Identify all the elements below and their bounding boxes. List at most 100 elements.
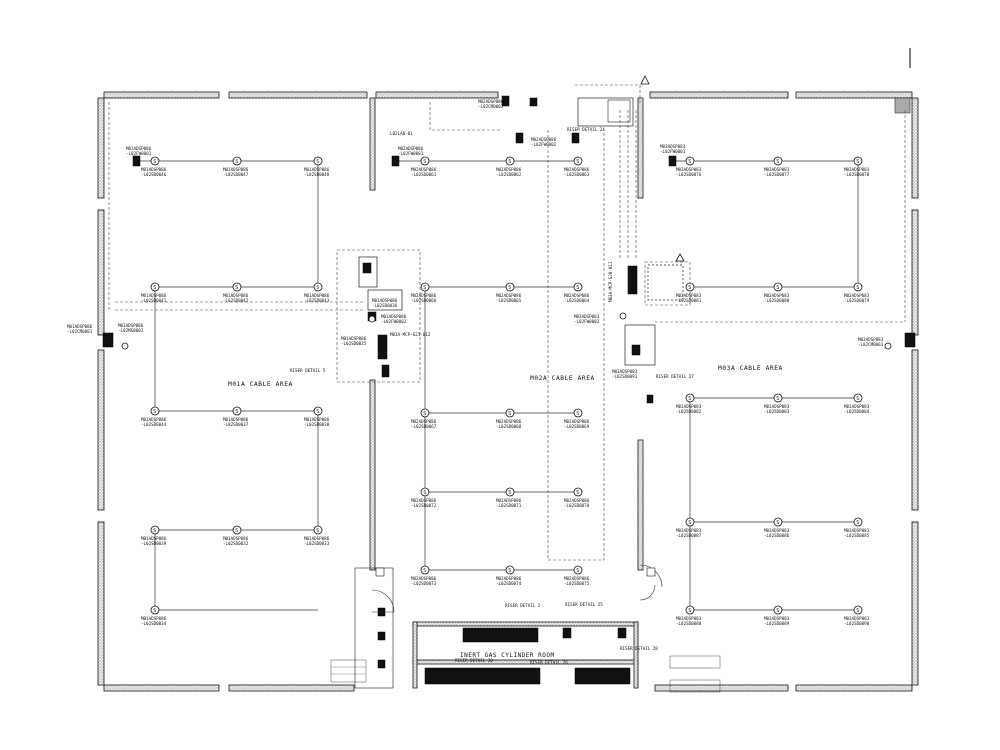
panel-top-right <box>668 155 677 167</box>
smoke-detector-glyph: S <box>688 608 691 614</box>
smoke-detector-icon <box>573 156 583 166</box>
area-label-center: M02A CABLE AREA <box>530 375 595 382</box>
detector-id: -L02SD0086 <box>764 533 790 538</box>
misc-symbols <box>121 75 892 350</box>
smoke-detector-glyph: S <box>235 409 238 415</box>
smoke-detector-glyph: S <box>508 285 511 291</box>
right-area-wiring <box>672 160 859 611</box>
smoke-detector-icon <box>773 393 783 403</box>
panel-top-center <box>391 155 400 167</box>
smoke-detector-glyph: S <box>508 490 511 496</box>
smoke-detector-icon <box>150 406 160 416</box>
device-top-left-a: M01ADSP086 <box>126 146 152 151</box>
smoke-detector-icon <box>313 525 323 535</box>
detector-tag: M01ADSP086 <box>223 167 249 172</box>
detector-tag: M01ADSP086 <box>141 616 167 621</box>
panel-room-7 <box>562 627 572 639</box>
detector-id: -L02SD0046 <box>141 172 167 177</box>
smoke-detector-glyph: S <box>316 528 319 534</box>
detector-id: -L02SD0047 <box>223 172 249 177</box>
detector-tag: M03ADSP083 <box>764 293 790 298</box>
smoke-detector-icon <box>505 282 515 292</box>
smoke-detector-glyph: S <box>508 411 511 417</box>
smoke-detector-icon <box>232 282 242 292</box>
smoke-detector-glyph: S <box>688 159 691 165</box>
smoke-detector-glyph: S <box>153 528 156 534</box>
detector-id: -L02SD0070 <box>564 503 590 508</box>
device-right-side-b: -L02CM0001 <box>858 342 884 347</box>
smoke-detector-icon <box>150 282 160 292</box>
detector-tag: M01ADSP086 <box>141 417 167 422</box>
smoke-detector-glyph: S <box>856 285 859 291</box>
detector-tag: M01ADSP086 <box>304 417 330 422</box>
smoke-detector-glyph: S <box>576 568 579 574</box>
device-center-block2-a: M01ADSP086 <box>381 314 407 319</box>
panel-room-5 <box>377 631 386 641</box>
detector-id: -L02SD0084 <box>844 409 870 414</box>
smoke-detector-glyph: S <box>316 285 319 291</box>
smoke-detector-glyph: S <box>776 396 779 402</box>
smoke-detector-glyph: S <box>776 159 779 165</box>
riser-detail-left: RISER DETAIL 5 <box>290 368 326 373</box>
detector-tag: M02ADSP086 <box>411 167 437 172</box>
panel-right-mcp <box>627 265 638 295</box>
smoke-detector-glyph: S <box>856 159 859 165</box>
riser-labels: RISER DETAIL 5 RISER DETAIL 24 RISER DET… <box>290 127 694 665</box>
device-right-block2-a: M03ADSP083 <box>612 369 638 374</box>
smoke-detector-icon <box>573 408 583 418</box>
device-labels: M01ADSP086 -L02CM0001 M01ADSP086 -L02MS0… <box>67 99 884 379</box>
smoke-detector-icon <box>685 605 695 615</box>
detector-tag: M01ADSP086 <box>223 536 249 541</box>
riser-detail-bottom-e: RISER DETAIL 2 <box>505 603 541 608</box>
panel-center-1 <box>362 262 372 274</box>
riser-detail-bottom-b: RISER DETAIL 26 <box>530 660 568 665</box>
device-right-block2-b: -L02SD0091 <box>612 374 638 379</box>
smoke-detector-icon <box>685 156 695 166</box>
smoke-detector-glyph: S <box>856 520 859 526</box>
detector-id: -L02SD0085 <box>844 533 870 538</box>
room-label: INERT GAS CYLINDER ROOM <box>460 652 555 659</box>
detector-id: -L02SD0074 <box>496 581 522 586</box>
detector-id: -L02SD0072 <box>411 503 437 508</box>
detector-id: -L02SD0078 <box>844 172 870 177</box>
smoke-detector-glyph: S <box>576 490 579 496</box>
detector-id: -L02SD0076 <box>676 172 702 177</box>
smoke-detector-glyph: S <box>423 490 426 496</box>
detector-tag: M02ADSP086 <box>496 576 522 581</box>
device-riser-2-a: M02ADSP086 <box>531 137 557 142</box>
smoke-detector-icon <box>505 487 515 497</box>
smoke-detector-icon <box>853 393 863 403</box>
device-left-side2-b: -L02MS0001 <box>118 328 144 333</box>
smoke-detector-glyph: S <box>776 520 779 526</box>
detector-tag: M02ADSP086 <box>411 498 437 503</box>
detector-id: -L02SD0079 <box>844 298 870 303</box>
detector-id: -L02SD0073 <box>411 581 437 586</box>
area-label-left: M01A CABLE AREA <box>228 381 293 388</box>
panel-riser-b <box>529 97 538 107</box>
riser-detail-bottom-c: RISER DETAIL 28 <box>620 646 658 651</box>
detector-tag: M01ADSP086 <box>141 167 167 172</box>
detector-id: -L02SD0065 <box>496 298 522 303</box>
smoke-detector-icon <box>685 517 695 527</box>
detector-id: -L02SD0083 <box>764 409 790 414</box>
smoke-detector-icon <box>773 605 783 615</box>
detector-id: -L02SD0034 <box>141 621 167 626</box>
smoke-detector-icon <box>773 156 783 166</box>
detector-tag: M02ADSP086 <box>496 419 522 424</box>
detector-tag: M02ADSP086 <box>496 498 522 503</box>
panel-devices <box>102 95 916 685</box>
detector-id: -L02SD0071 <box>496 503 522 508</box>
smoke-detector-icon <box>573 487 583 497</box>
top-text-label: L02LAB-01 <box>390 131 413 136</box>
detector-id: -L02SD0044 <box>141 422 167 427</box>
panel-riser-c <box>515 132 524 144</box>
detector-tag: M01ADSP086 <box>304 536 330 541</box>
smoke-detector-icon <box>313 282 323 292</box>
detector-id: -L02SD0041 <box>141 298 167 303</box>
riser-detail-top: RISER DETAIL 24 <box>567 127 605 132</box>
detector-id: -L02SD0080 <box>764 298 790 303</box>
smoke-detector-glyph: S <box>576 285 579 291</box>
smoke-detector-icon <box>150 605 160 615</box>
smoke-detector-glyph: S <box>688 285 691 291</box>
detector-tag: M02ADSP086 <box>496 167 522 172</box>
